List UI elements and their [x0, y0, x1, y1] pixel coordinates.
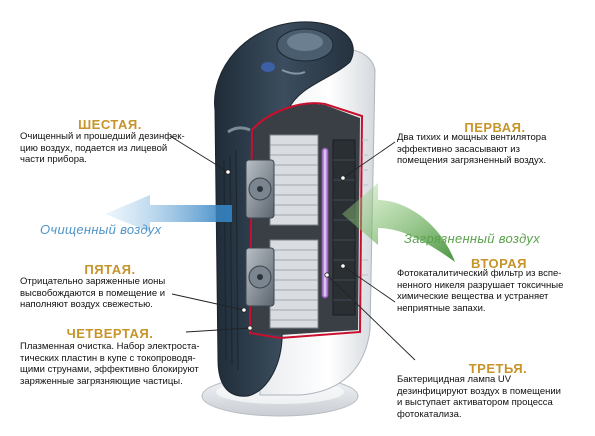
electrostatic-plates — [269, 134, 319, 329]
cutaway-seal — [248, 102, 364, 340]
stage-sixth-line: Очищенный и прошедший дезинфек- — [20, 131, 185, 142]
stage-fourth-text: Плазменная очистка. Набор электроста- ти… — [20, 341, 220, 387]
stage-fourth-line: Плазменная очистка. Набор электроста- — [20, 341, 200, 352]
stage-third-line: и выступает активатором процесса — [397, 397, 553, 408]
stage-sixth-text: Очищенный и прошедший дезинфек- цию возд… — [20, 131, 200, 166]
stage-third-line: Бактерицидная лампа UV — [397, 374, 512, 385]
stage-sixth-line: цию воздух, подается из лицевой — [20, 142, 168, 154]
stage-fourth-line: заряженные загрязняющие частицы. — [20, 375, 183, 387]
stage-second-line: химические вещества и устраняет — [397, 291, 549, 302]
stage-third-title: ТРЕТЬЯ. — [468, 361, 528, 376]
stage-fifth-line: наполняют воздух свежестью. — [20, 299, 153, 310]
stage-fifth-title: ПЯТАЯ. — [84, 262, 136, 277]
front-grille — [223, 149, 239, 371]
stage-third-line: дезинфицируют воздух в помещении — [397, 385, 561, 397]
stage-fifth-line: высвобождаются в помещение и — [20, 287, 166, 299]
stage-second-line: Фотокаталитический фильтр из вспе- — [397, 268, 562, 279]
photocatalytic-filter — [332, 139, 356, 316]
stage-first-line: помещения загрязненный воздух. — [397, 155, 547, 166]
stage-fourth-line: тических пластин в купе с токопроводя- — [20, 352, 196, 364]
stage-fourth-title: ЧЕТВЕРТАЯ. — [66, 326, 154, 341]
dirty-air-label: Загрязненный воздух — [404, 231, 541, 246]
stage-fifth-line: Отрицательно заряженные ионы — [20, 276, 166, 287]
clean-air-label: Очищенный воздух — [40, 222, 162, 237]
clean-air-arrow — [105, 195, 232, 232]
stage-first-title: ПЕРВАЯ. — [464, 120, 526, 135]
stage-sixth-line: части прибора. — [20, 154, 87, 165]
leader-lines — [169, 135, 416, 361]
fan-lower-icon — [245, 247, 275, 307]
stage-first-line: Два тихих и мощных вентилятора — [397, 132, 547, 143]
power-indicator-icon — [261, 62, 275, 72]
fan-upper-icon — [245, 159, 275, 219]
stage-first-line: эффективно засасывают из — [397, 143, 520, 155]
stage-third-text: Бактерицидная лампа UV дезинфицируют воз… — [397, 374, 587, 420]
stage-second-text: Фотокаталитический фильтр из вспе- ненно… — [397, 268, 587, 314]
stage-fourth-line: щими струнами, эффективно блокируют — [20, 364, 199, 375]
stage-second-line: неприятные запахи. — [397, 302, 486, 314]
rear-vent — [362, 139, 368, 276]
stage-third-line: фотокатализа. — [397, 408, 462, 420]
stage-second-line: ненного никеля разрушает токсичные — [397, 279, 564, 291]
stage-sixth-title: ШЕСТАЯ. — [78, 117, 142, 132]
stage-fifth-text: Отрицательно заряженные ионы высвобождаю… — [20, 276, 200, 311]
dirty-air-arrow — [342, 183, 455, 262]
stage-first-text: Два тихих и мощных вентилятора эффективн… — [397, 132, 582, 167]
stage-second-title: ВТОРАЯ — [471, 256, 527, 271]
